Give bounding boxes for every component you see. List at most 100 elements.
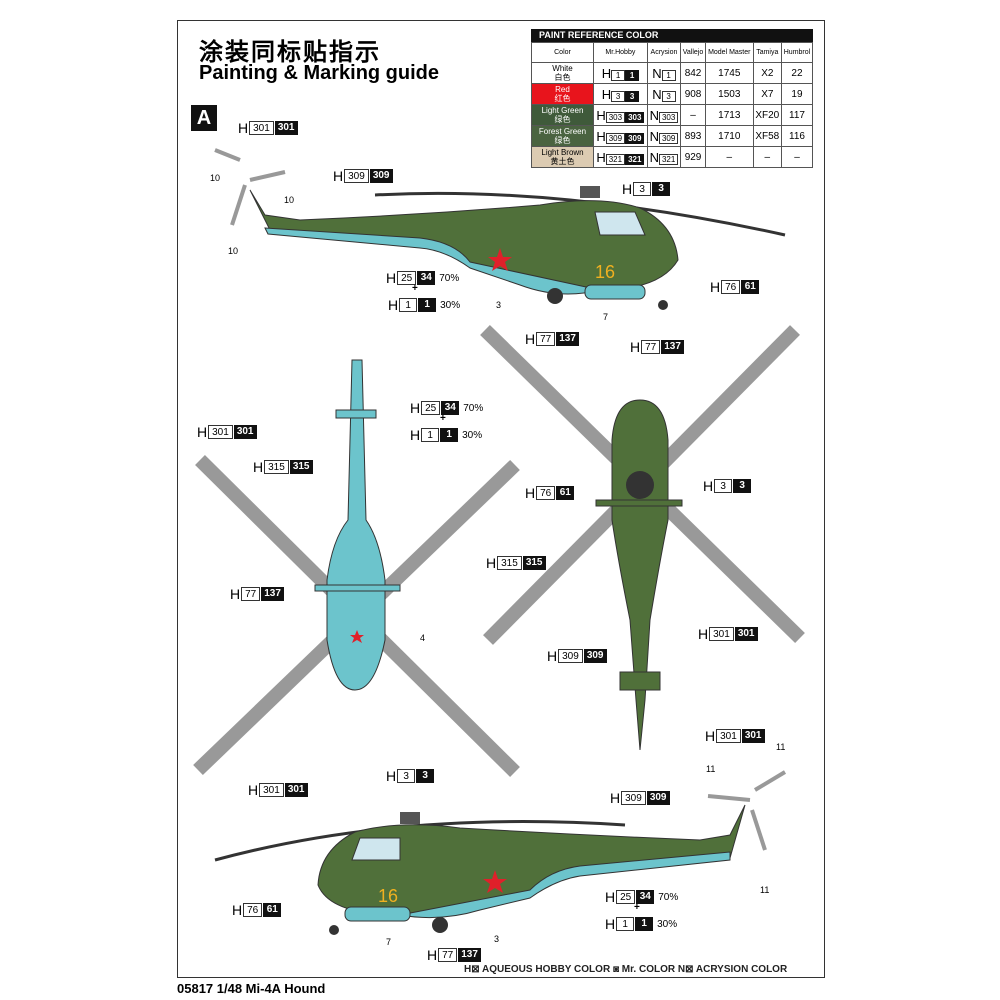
prefix-h: H — [410, 400, 421, 416]
title-english: Painting & Marking guide — [199, 62, 440, 84]
mix-percentage: 30% — [440, 299, 461, 311]
page-frame — [177, 20, 825, 978]
aqueous-code: 77 — [536, 332, 556, 346]
aqueous-code: 25 — [421, 401, 441, 415]
mr-color-code: 303 — [625, 111, 645, 123]
aqueous-code: 76 — [536, 486, 556, 500]
mr-color-code: 1 — [418, 298, 437, 312]
prefix-h: H — [596, 128, 606, 144]
tamiya-cell: XF58 — [752, 125, 782, 147]
prefix-h: H — [605, 889, 616, 905]
mr-color-code: 137 — [556, 332, 579, 346]
humbrol-cell: – — [780, 146, 814, 168]
acrysion-code: 321 — [658, 153, 679, 165]
prefix-h: H — [601, 86, 612, 102]
prefix-n: N — [652, 86, 662, 102]
fuselage-code: 16 — [595, 262, 615, 282]
color-name: White — [552, 64, 573, 73]
part-number: 3 — [494, 934, 500, 944]
aqueous-code: 76 — [721, 280, 741, 294]
part-number: 11 — [760, 885, 770, 895]
mr-color-code: 1 — [635, 917, 654, 931]
mix-plus: + — [440, 413, 446, 424]
part-number: 7 — [603, 312, 609, 322]
mix-percentage: 70% — [439, 272, 460, 284]
mr-color-code: 315 — [289, 460, 313, 474]
prefix-h: H — [622, 181, 633, 197]
prefix-h: H — [333, 168, 344, 184]
prefix-h: H — [610, 790, 621, 806]
tamiya-cell: X2 — [752, 62, 782, 84]
prefix-h: H — [703, 478, 714, 494]
mr-color-code: 137 — [261, 587, 284, 601]
mr-color-code: 301 — [284, 783, 308, 797]
prefix-h: H — [710, 279, 721, 295]
side-view-left: 16 — [214, 148, 786, 310]
mr-color-code: 61 — [263, 903, 282, 917]
mr-color-code: 301 — [274, 121, 298, 135]
mr-color-code: 301 — [741, 729, 765, 743]
prefix-h: H — [596, 107, 606, 123]
scheme-badge: A — [191, 105, 217, 131]
aqueous-code: 309 — [621, 791, 646, 805]
part-number: 10 — [284, 195, 295, 205]
mr-color-code: 1 — [440, 428, 459, 442]
aqueous-code: 301 — [208, 425, 233, 439]
underside-view — [193, 359, 520, 777]
acrysion-code: 303 — [658, 111, 679, 123]
aqueous-code: 77 — [438, 948, 458, 962]
mr-color-code: 315 — [522, 556, 546, 570]
color-name: Light Brown — [541, 148, 584, 157]
mr-color-code: 34 — [417, 271, 436, 285]
prefix-h: H — [232, 902, 243, 918]
prefix-h: H — [705, 728, 716, 744]
aqueous-code: 1 — [611, 69, 626, 81]
aqueous-code: 76 — [243, 903, 263, 917]
acrysion-code: 309 — [658, 132, 679, 144]
aqueous-code: 1 — [399, 298, 418, 312]
aqueous-code: 301 — [249, 121, 274, 135]
part-number: 3 — [496, 300, 502, 310]
color-name-cn: 绿色 — [554, 136, 571, 145]
aqueous-code: 3 — [397, 769, 416, 783]
side-view-right: 16 — [214, 770, 787, 935]
prefix-n: N — [652, 65, 662, 81]
prefix-n: N — [649, 149, 659, 165]
mix-plus: + — [412, 283, 418, 294]
mix-plus: + — [634, 902, 640, 913]
color-legend: H⊠ AQUEOUS HOBBY COLOR ◙ Mr. COLOR N⊠ AC… — [464, 964, 788, 975]
kit-footer: 05817 1/48 Mi-4A Hound — [177, 981, 326, 996]
mix-percentage: 30% — [462, 429, 483, 441]
mr-color-code: 61 — [741, 280, 760, 294]
aqueous-code: 25 — [616, 890, 636, 904]
part-number: 11 — [776, 742, 786, 752]
prefix-h: H — [486, 555, 497, 571]
color-name: Light Green — [541, 106, 584, 115]
mr-color-code: 137 — [458, 948, 481, 962]
prefix-h: H — [525, 485, 536, 501]
aqueous-code: 77 — [641, 340, 661, 354]
aqueous-code: 321 — [605, 153, 626, 165]
color-name: Red — [555, 85, 570, 94]
prefix-n: N — [649, 128, 659, 144]
prefix-h: H — [386, 768, 397, 784]
color-name-cn: 黄土色 — [550, 157, 575, 166]
